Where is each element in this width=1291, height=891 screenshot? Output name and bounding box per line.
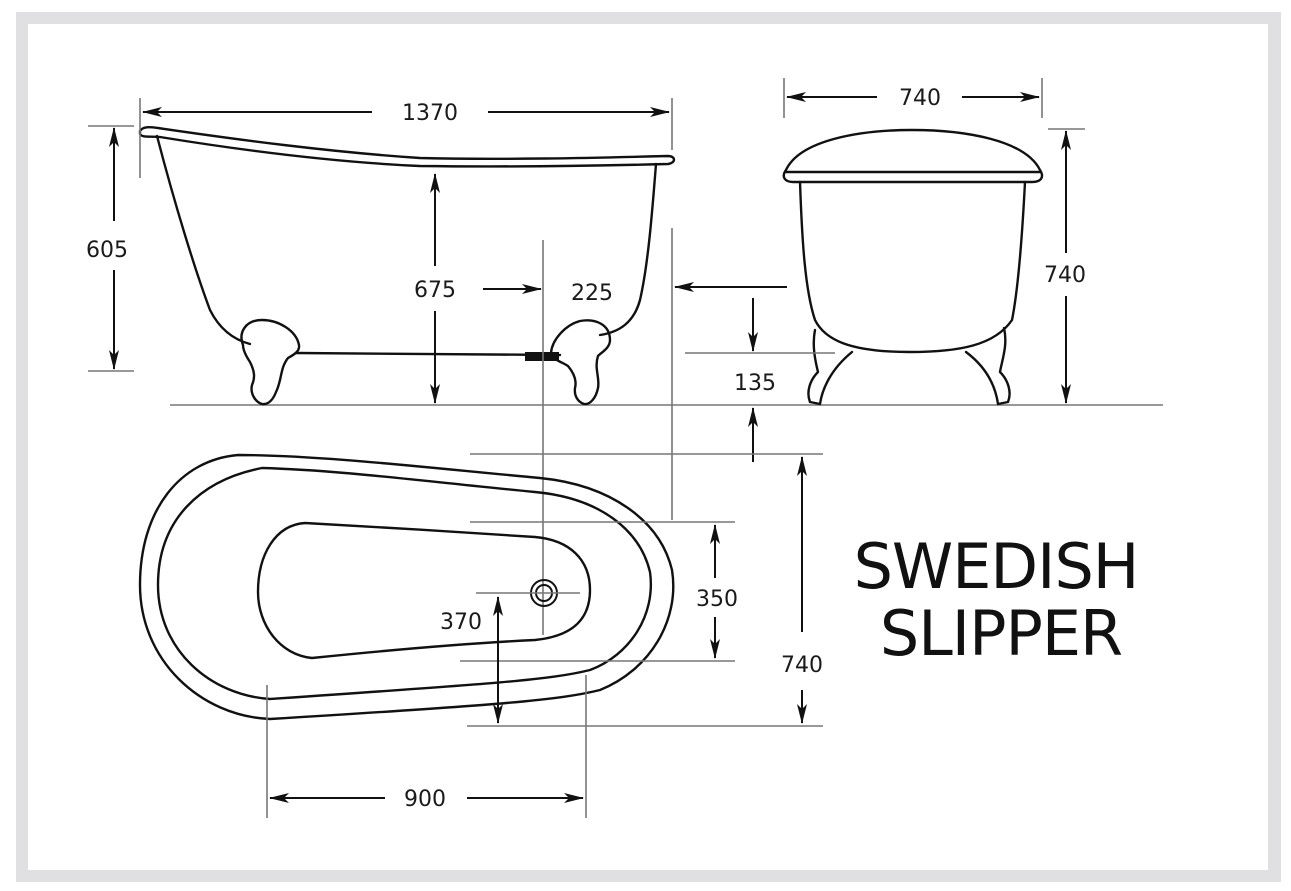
dim-end-height: 740	[1044, 263, 1086, 288]
dim-plan-width: 740	[781, 653, 823, 678]
side-right-claw-foot	[549, 319, 612, 406]
title-line-1: SWEDISH	[854, 530, 1139, 603]
dim-end-width: 740	[899, 86, 941, 111]
product-title: SWEDISH SLIPPER	[854, 530, 1140, 670]
plan-inner-rim	[156, 466, 653, 701]
side-rim	[138, 125, 676, 168]
end-body	[798, 180, 1027, 354]
dim-foot-clearance: 135	[734, 371, 776, 396]
side-body-bottom	[294, 351, 562, 357]
dim-inner-width: 350	[696, 587, 738, 612]
dim-height-foot-end: 605	[86, 238, 128, 263]
side-left-claw-foot	[240, 318, 301, 406]
dim-waste-offset: 225	[571, 281, 613, 306]
side-elevation-view: 1370 605 675 225	[86, 98, 1163, 635]
end-elevation-view: 740 740 135	[685, 78, 1086, 462]
title-line-2: SLIPPER	[880, 597, 1122, 670]
plan-view: 370 350 740 900	[138, 453, 823, 818]
dim-waste-from-edge: 370	[440, 610, 482, 635]
dim-foot-spacing: 900	[404, 787, 446, 812]
end-left-foot	[807, 328, 854, 406]
side-body-left	[155, 134, 252, 346]
waste-outlet	[525, 352, 559, 361]
side-body-right	[598, 162, 658, 337]
plan-bath-well	[256, 521, 592, 660]
plan-outer-rim	[138, 453, 675, 721]
dim-overall-length: 1370	[402, 101, 458, 126]
dim-height-head-end: 675	[414, 278, 456, 303]
end-right-foot	[964, 326, 1011, 406]
end-rim-dome	[782, 128, 1044, 184]
